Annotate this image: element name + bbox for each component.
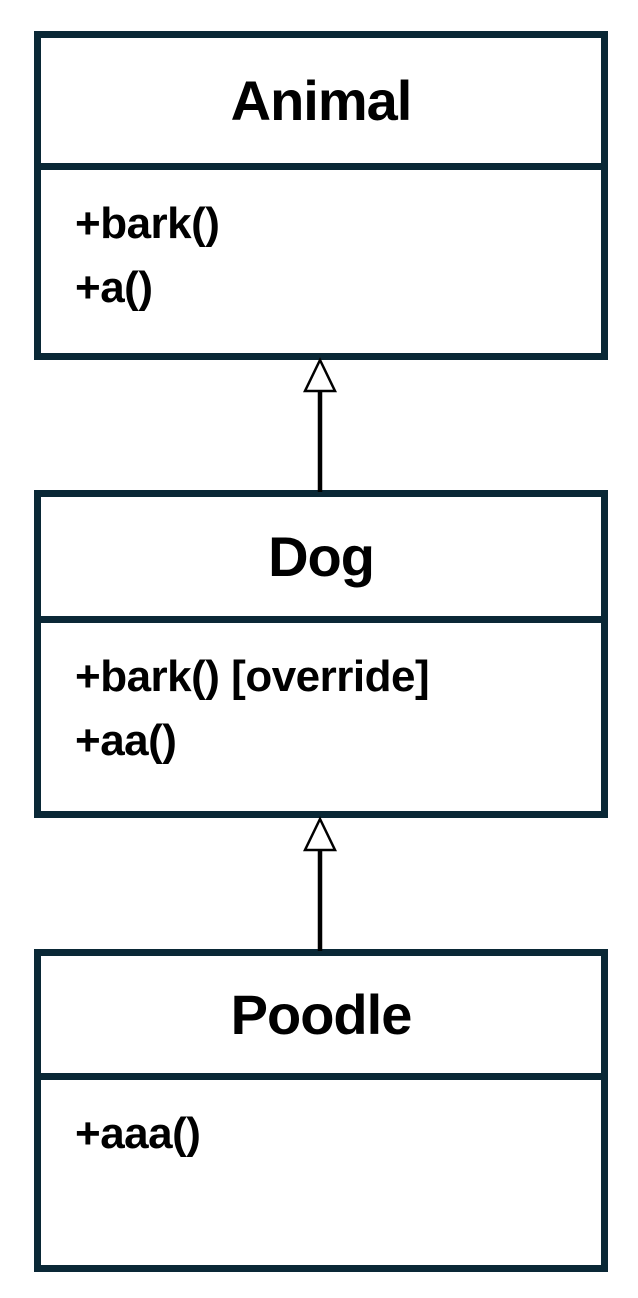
- class-box-dog: Dog +bark() [override] +aa(): [34, 490, 608, 818]
- class-name-animal: Animal: [41, 38, 601, 170]
- method-line: +aaa(): [75, 1109, 201, 1158]
- class-methods-dog: +bark() [override] +aa(): [41, 623, 601, 811]
- inheritance-arrow-dog-to-animal: [303, 357, 337, 492]
- class-name-dog: Dog: [41, 497, 601, 623]
- class-box-poodle: Poodle +aaa(): [34, 949, 608, 1272]
- class-name-poodle: Poodle: [41, 956, 601, 1080]
- method-line: +bark() [override]: [75, 652, 430, 701]
- hollow-triangle-arrowhead-icon: [303, 816, 337, 852]
- class-box-animal: Animal +bark() +a(): [34, 31, 608, 360]
- method-line: +bark(): [75, 199, 220, 248]
- method-line: +a(): [75, 263, 153, 312]
- inheritance-arrow-poodle-to-dog: [303, 816, 337, 951]
- method-line: +aa(): [75, 716, 177, 765]
- hollow-triangle-arrowhead-icon: [303, 357, 337, 393]
- class-methods-poodle: +aaa(): [41, 1080, 601, 1265]
- class-methods-animal: +bark() +a(): [41, 170, 601, 353]
